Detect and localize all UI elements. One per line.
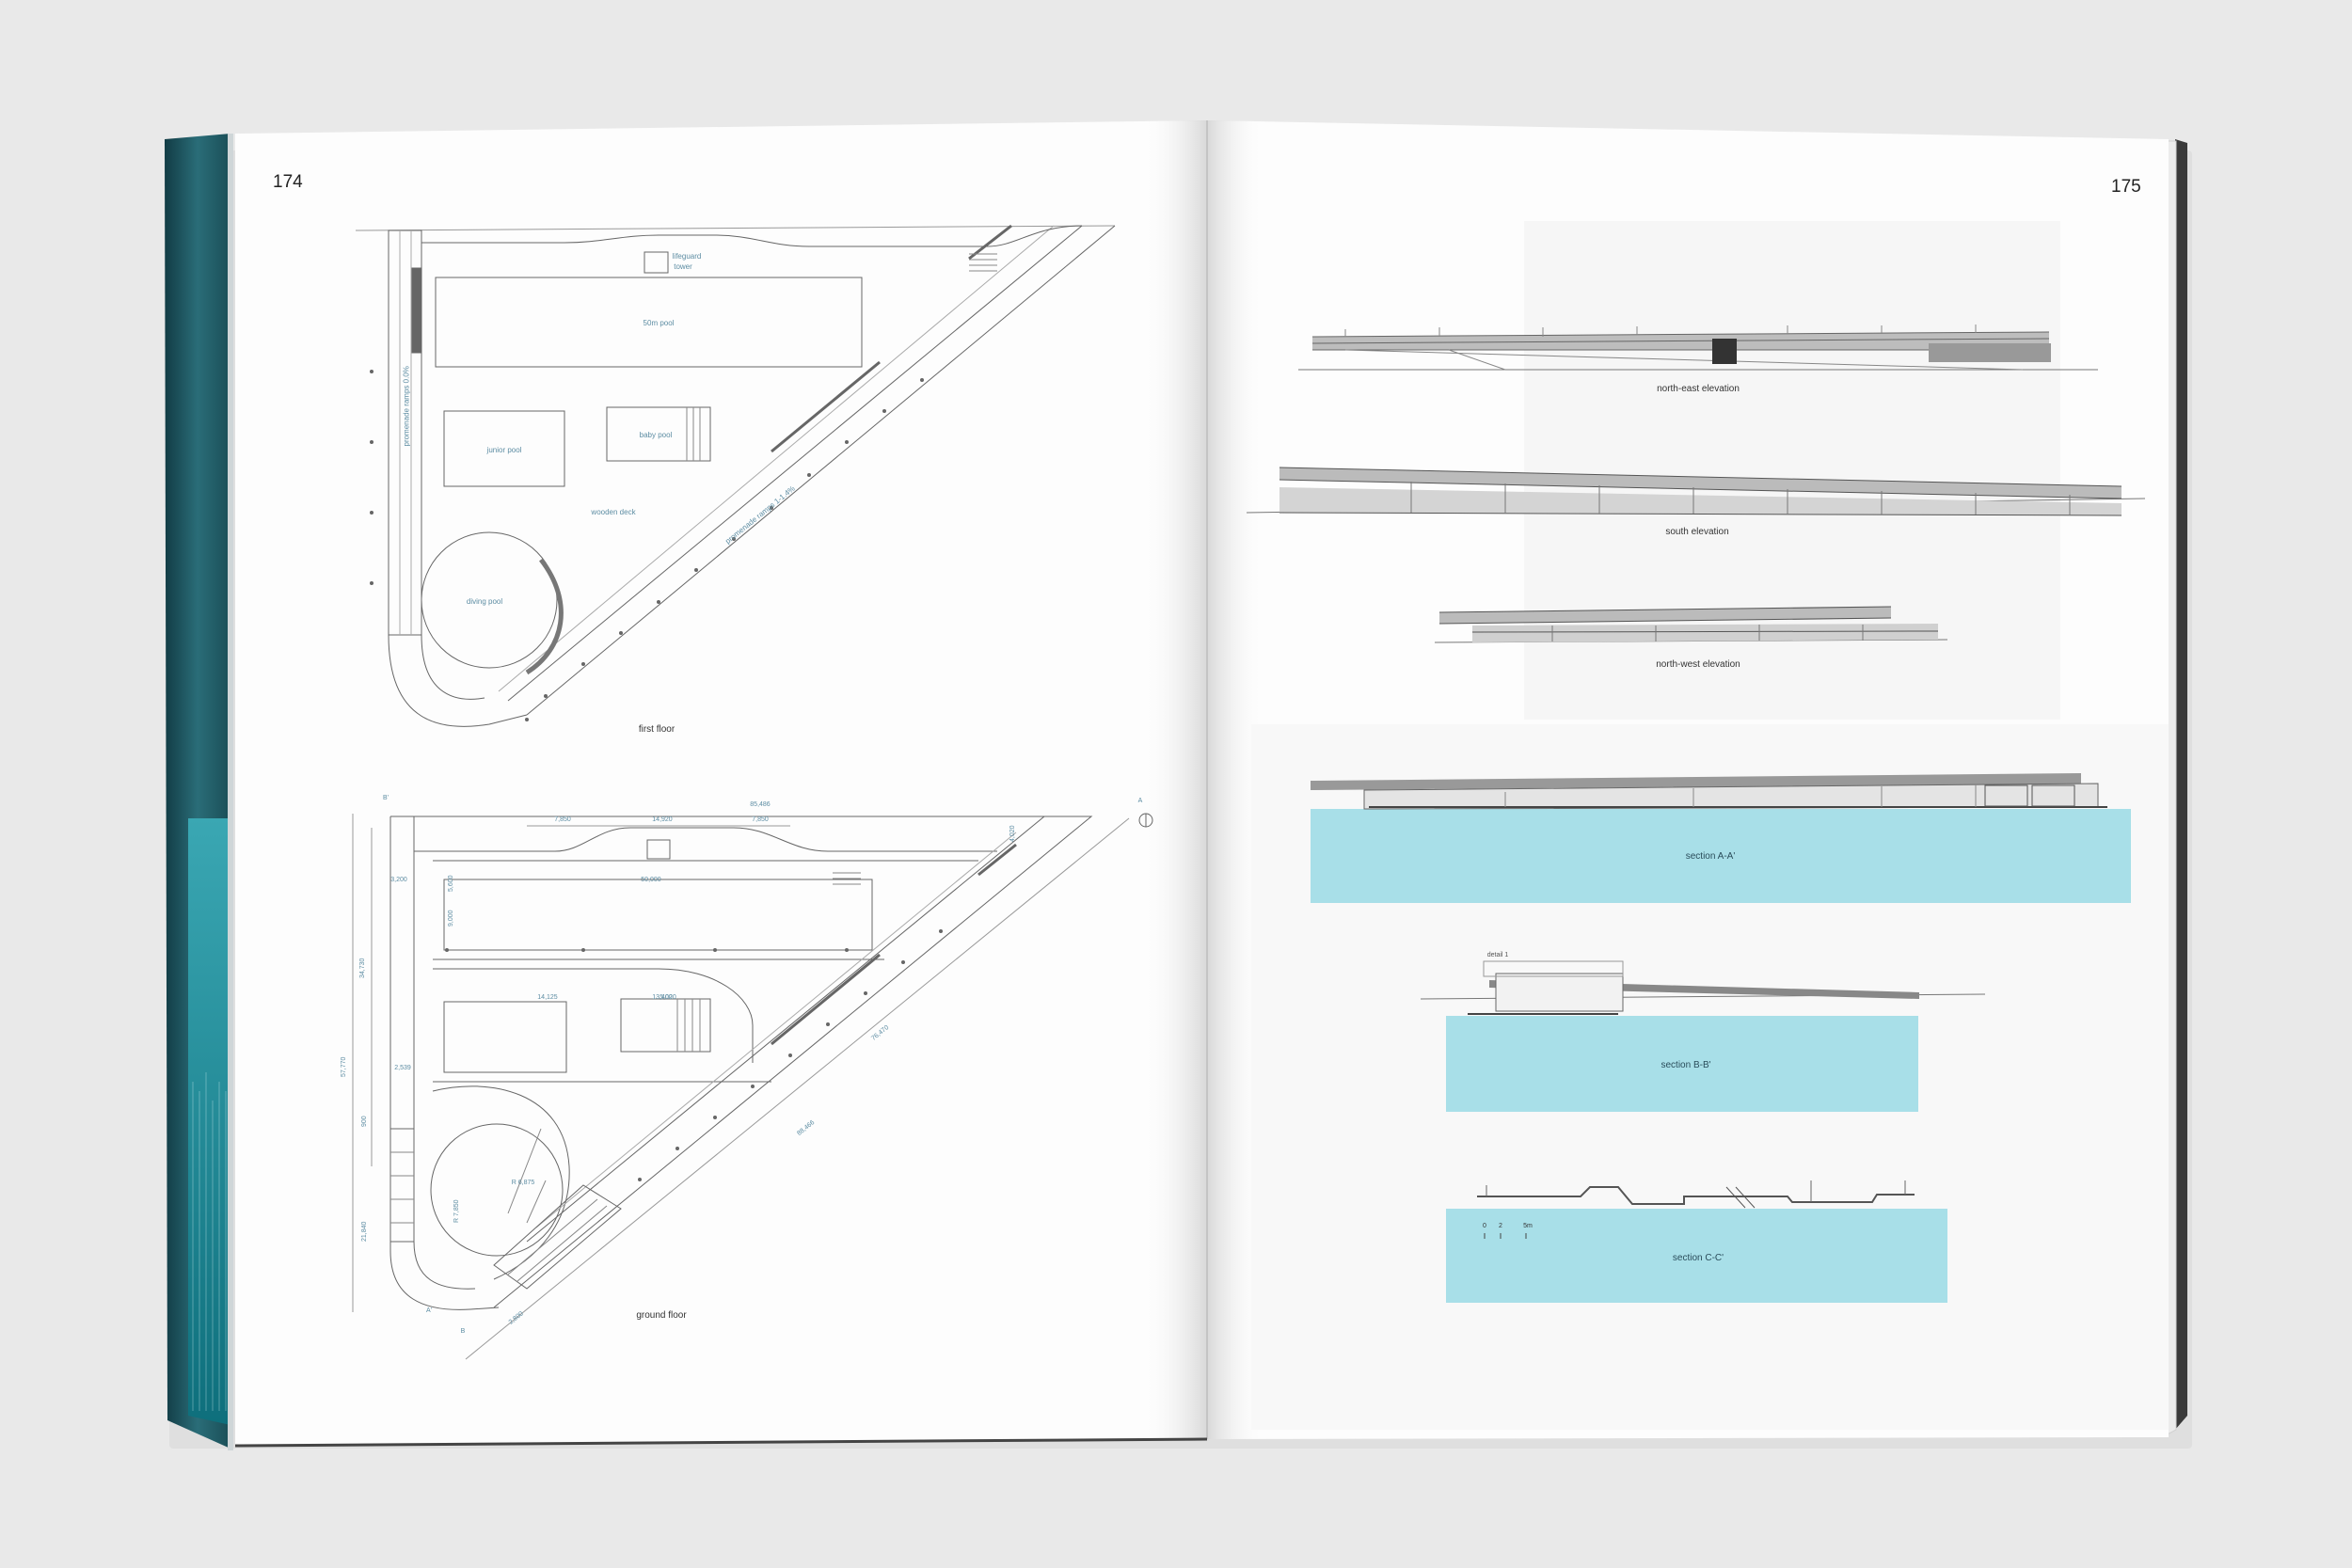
scale-5m: 5m [1523,1223,1533,1229]
dim-2539: 2,539 [394,1065,411,1071]
caption-section-c: section C-C' [1672,1253,1724,1263]
label-tower: tower [674,262,692,271]
nw-elevation-drawing [1434,606,1948,643]
label-baby-pool: baby pool [639,431,673,439]
bb-section-drawing [1420,960,1986,1112]
cover-stripes [192,1072,227,1411]
dim-14125: 14,125 [537,994,558,1001]
dim-14920: 14,920 [652,816,673,823]
dim-85486: 85,486 [750,801,771,808]
dim-9000: 9,000 [448,910,454,927]
caption-north-east-elevation: north-east elevation [1657,384,1740,394]
caption-section-a: section A-A' [1685,851,1736,862]
caption-first-floor: first floor [638,724,675,735]
dim-57770: 57,770 [341,1056,347,1077]
page-stack-left [228,134,233,1450]
label-junior-pool: junior pool [486,446,522,454]
back-cover-edge [2175,139,2187,1430]
dim-4020: 4,020 [1009,825,1016,842]
marker-b-top: B' [382,795,389,801]
label-ramp-left: promenade ramps 0.0% [402,366,411,447]
label-wooden-deck: wooden deck [591,508,636,516]
dim-13400: 13,400 [652,994,673,1001]
callout-detail-1: detail 1 [1486,952,1509,958]
dim-r6875: R 6,875 [511,1180,535,1186]
caption-north-west-elevation: north-west elevation [1656,659,1740,670]
dim-900: 900 [361,1116,368,1127]
caption-ground-floor: ground floor [636,1310,687,1321]
dim-r7850: R 7,850 [453,1199,460,1223]
dim-5600: 5,600 [448,875,454,892]
dim-7850-a: 7,850 [554,816,571,823]
marker-b-bottom: B [460,1328,466,1335]
ne-elevation-drawing [1298,325,2098,371]
label-lifeguard: lifeguard [672,252,702,261]
left-page [235,120,1209,1446]
dim-5020: 5,020 [660,994,676,1001]
gutter-left [1143,120,1207,1439]
marker-a-bottom: A' [425,1307,433,1314]
dim-3200: 3,200 [390,877,407,883]
dim-21840: 21,840 [361,1221,368,1242]
s-elevation-drawing [1246,467,2146,516]
label-diving-pool: diving pool [466,597,503,606]
first-floor-plan [355,224,1116,727]
aa-section-drawing [1311,773,2131,903]
cover-pool-area [188,818,230,1425]
scale-0: 0 [1483,1223,1486,1229]
dim-50000: 50,000 [641,877,661,883]
left-page-bottom-edge [234,1437,1208,1448]
scan-block-top [1524,221,2060,720]
label-50m-pool: 50m pool [643,319,675,327]
page-number-right: 175 [2111,177,2141,197]
caption-south-elevation: south elevation [1665,527,1729,537]
dim-34730: 34,730 [359,958,366,978]
scale-2: 2 [1499,1223,1502,1229]
caption-section-b: section B-B' [1661,1060,1711,1070]
dim-7850-b: 7,850 [752,816,769,823]
cc-section-drawing [1446,1180,1947,1303]
page-number-left: 174 [273,172,303,192]
ground-floor-plan [352,813,1153,1360]
marker-a-top: A [1137,798,1143,804]
